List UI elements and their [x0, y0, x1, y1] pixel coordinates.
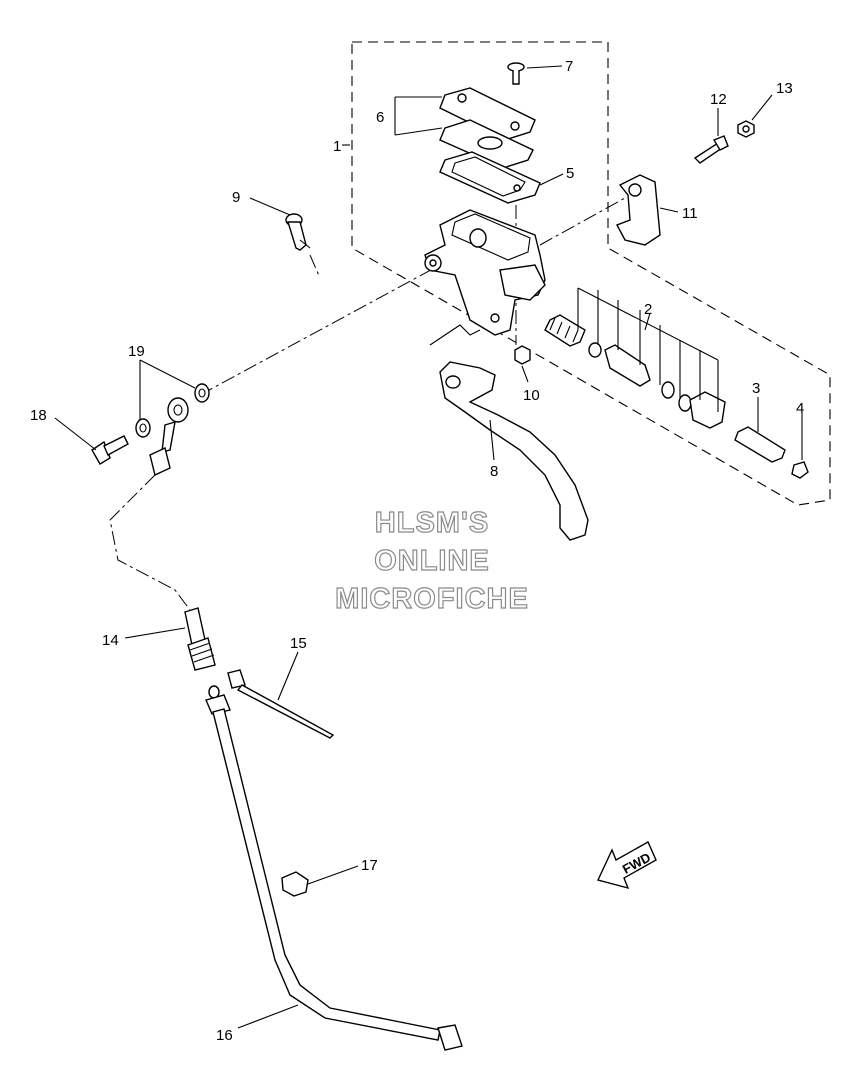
watermark: HLSM'S ONLINE MICROFICHE — [335, 506, 529, 615]
master-cylinder-holder — [616, 174, 661, 246]
reservoir-diaphragm — [439, 151, 541, 204]
callout-17: 17 — [361, 857, 378, 874]
callout-12: 12 — [710, 91, 727, 108]
assembly-outline-1 — [342, 41, 831, 506]
callout-2: 2 — [644, 301, 652, 318]
union-bolt-lower — [91, 435, 129, 465]
holder-bolt — [693, 135, 729, 164]
leader-lines — [54, 65, 803, 1029]
arrow-icon — [597, 841, 657, 890]
callout-3: 3 — [752, 380, 760, 397]
clutch-lever — [429, 324, 589, 541]
callout-labels: 1 2 3 4 5 6 7 8 9 10 11 12 13 14 15 16 1… — [30, 58, 804, 1044]
watermark-line-3: MICROFICHE — [335, 583, 529, 615]
union-bolt — [285, 213, 311, 251]
callout-14: 14 — [102, 632, 119, 649]
callout-1: 1 — [333, 138, 341, 155]
watermark-line-2: ONLINE — [374, 545, 490, 577]
push-rod — [734, 426, 786, 463]
reservoir-cap — [439, 87, 536, 169]
watermark-line-1: HLSM'S — [375, 507, 489, 539]
callout-6: 6 — [376, 109, 384, 126]
piston-kit — [544, 287, 726, 429]
callout-11: 11 — [682, 205, 698, 222]
reservoir-cap-screw — [507, 62, 525, 85]
hose-fitting — [184, 607, 216, 671]
fwd-label: FWD — [620, 850, 653, 877]
callout-19: 19 — [128, 343, 145, 360]
callout-16: 16 — [216, 1027, 233, 1044]
callout-18: 18 — [30, 407, 47, 424]
callout-5: 5 — [566, 165, 574, 182]
callout-9: 9 — [232, 189, 240, 206]
alignment-lines — [199, 180, 626, 396]
callout-8: 8 — [490, 463, 498, 480]
dust-boot — [791, 461, 809, 479]
callout-4: 4 — [796, 400, 804, 417]
copper-washers — [135, 383, 210, 438]
holder-nut — [737, 120, 755, 138]
cable-tie — [227, 669, 335, 739]
master-cylinder-body — [424, 209, 546, 336]
lever-pivot-nut — [514, 345, 531, 365]
callout-13: 13 — [776, 80, 793, 97]
hose-banjo-fitting — [149, 397, 189, 476]
callout-15: 15 — [290, 635, 307, 652]
fwd-direction-arrow: FWD — [597, 841, 657, 890]
callout-10: 10 — [523, 387, 540, 404]
clutch-pipe — [205, 685, 463, 1051]
callout-7: 7 — [565, 58, 573, 75]
clutch-hose — [109, 474, 191, 611]
pipe-clamp — [281, 871, 309, 897]
